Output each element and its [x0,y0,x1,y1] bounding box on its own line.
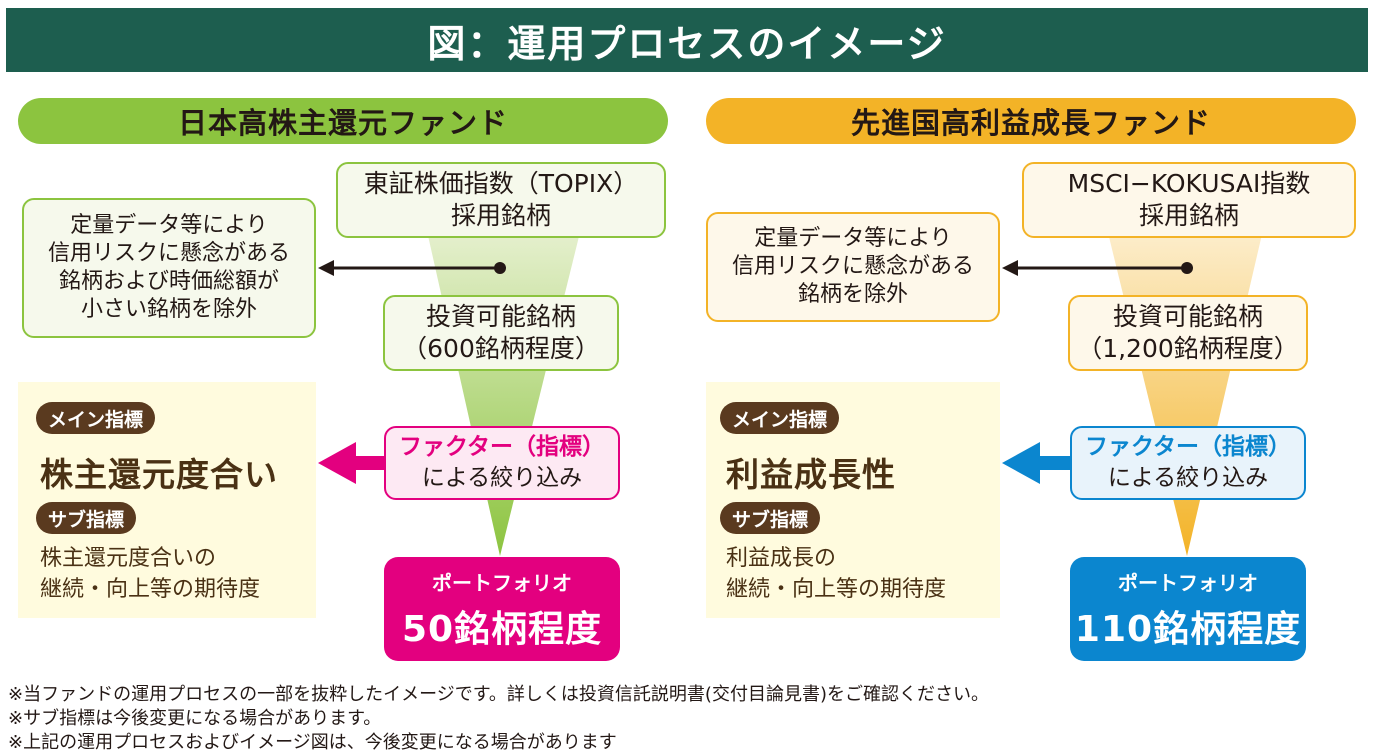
footnote-1: ※当ファンドの運用プロセスの一部を抜粋したイメージです。詳しくは投資信託説明書(… [8,684,989,705]
right-investable-box: 投資可能銘柄 （1,200銘柄程度） [1068,295,1308,371]
right-sub-indicator-line2: 継続・向上等の期待度 [726,576,947,602]
left-portfolio-label: ポートフォリオ [432,570,572,595]
left-funnel [420,200,588,556]
left-main-indicator-label: メイン指標 [36,402,156,434]
left-main-indicator: 株主還元度合い [40,455,278,494]
left-sub-indicator-label: サブ指標 [36,502,137,534]
footnote-2: ※サブ指標は今後変更になる場合があります。 [8,708,382,729]
right-funnel [1100,200,1270,556]
right-exclusion-box: 定量データ等により 信用リスクに懸念がある 銘柄を除外 [706,212,1000,322]
right-factor-line2: による絞り込み [1107,465,1269,491]
right-indicator-arrowhead [1002,442,1040,484]
left-exclusion-line4: 小さい銘柄を除外 [80,297,257,323]
right-universe-line1: MSCI−KOKUSAI指数 [1067,169,1311,198]
footnote-3: ※上記の運用プロセスおよびイメージ図は、今後変更になる場合があります [8,732,617,753]
right-exclusion-line3: 銘柄を除外 [797,282,908,308]
right-sub-indicator-label: サブ指標 [720,502,821,534]
left-indicator-panel: メイン指標 株主還元度合い サブ指標 株主還元度合いの 継続・向上等の期待度 [18,382,316,618]
right-exclusion-line1: 定量データ等により [754,225,952,251]
left-portfolio-box: ポートフォリオ 50銘柄程度 [384,557,620,661]
right-universe-line2: 採用銘柄 [1138,201,1239,230]
left-fund-header: 日本高株主還元ファンド [18,98,668,144]
left-investable-line1: 投資可能銘柄 [425,302,576,331]
right-sub-indicator-line1: 利益成長の [726,546,837,571]
left-portfolio-count: 50銘柄程度 [401,608,603,650]
page-title: 図：運用プロセスのイメージ [6,8,1368,72]
right-factor-box: ファクター（指標） による絞り込み [1070,426,1306,500]
right-investable-line1: 投資可能銘柄 [1112,302,1263,331]
left-factor-line2: による絞り込み [421,465,583,491]
left-universe-box: 東証株価指数（TOPIX） 採用銘柄 [336,162,666,238]
left-sub-indicator-line2: 継続・向上等の期待度 [40,576,261,602]
right-portfolio-count: 110銘柄程度 [1074,608,1302,650]
right-main-indicator-label: メイン指標 [720,402,840,434]
left-investable-box: 投資可能銘柄 （600銘柄程度） [383,295,619,371]
left-exclusion-line1: 定量データ等により [70,212,268,238]
left-sub-indicator-line1: 株主還元度合いの [40,546,217,571]
right-exclusion-line2: 信用リスクに懸念がある [731,253,974,279]
left-exclusion-line3: 銘柄および時価総額が [58,269,279,294]
left-indicator-arrowhead [318,442,356,484]
left-sub-indicator: 株主還元度合いの 継続・向上等の期待度 [40,544,260,606]
right-sub-indicator: 利益成長の 継続・向上等の期待度 [726,544,946,606]
right-portfolio-box: ポートフォリオ 110銘柄程度 [1070,557,1306,661]
right-investable-line2: （1,200銘柄程度） [1077,334,1299,363]
left-universe-line2: 採用銘柄 [450,201,551,230]
left-exclusion-line2: 信用リスクに懸念がある [47,240,290,266]
left-factor-box: ファクター（指標） による絞り込み [384,426,620,500]
right-factor-line1: ファクター（指標） [1084,433,1292,460]
left-factor-line1: ファクター（指標） [398,433,606,460]
right-fund-header: 先進国高利益成長ファンド [706,98,1356,144]
right-universe-box: MSCI−KOKUSAI指数 採用銘柄 [1022,162,1356,238]
right-exclusion-arrowhead [1002,260,1018,276]
left-universe-line1: 東証株価指数（TOPIX） [363,169,639,198]
left-exclusion-arrowhead [318,260,334,276]
right-portfolio-label: ポートフォリオ [1118,570,1258,595]
left-exclusion-box: 定量データ等により 信用リスクに懸念がある 銘柄および時価総額が 小さい銘柄を除… [22,198,316,338]
left-investable-line2: （600銘柄程度） [402,334,600,363]
right-indicator-panel: メイン指標 利益成長性 サブ指標 利益成長の 継続・向上等の期待度 [706,382,1000,618]
right-main-indicator: 利益成長性 [726,455,896,494]
